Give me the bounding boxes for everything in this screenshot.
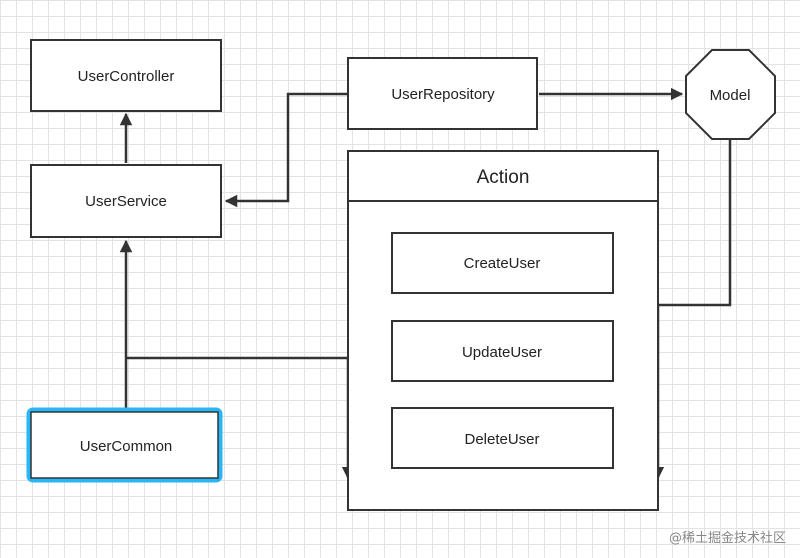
node-delete-user: DeleteUser bbox=[391, 407, 614, 469]
node-user-service: UserService bbox=[30, 164, 222, 238]
node-update-user: UpdateUser bbox=[391, 320, 614, 382]
node-user-repository: UserRepository bbox=[347, 57, 538, 130]
edge-model-to-action bbox=[658, 136, 732, 307]
node-model: Model bbox=[685, 49, 776, 140]
update-user-label: UpdateUser bbox=[462, 344, 542, 361]
user-common-label: UserCommon bbox=[80, 438, 173, 455]
node-create-user: CreateUser bbox=[391, 232, 614, 294]
delete-user-label: DeleteUser bbox=[464, 431, 539, 448]
action-title: Action bbox=[477, 167, 530, 188]
node-user-common[interactable]: UserCommon bbox=[26, 407, 223, 483]
edge-repository-to-service bbox=[224, 92, 348, 208]
create-user-label: CreateUser bbox=[464, 255, 541, 272]
node-user-controller: UserController bbox=[30, 39, 222, 112]
user-service-label: UserService bbox=[85, 193, 167, 210]
user-controller-label: UserController bbox=[78, 68, 175, 85]
watermark-text: @稀土掘金技术社区 bbox=[668, 531, 786, 546]
user-repository-label: UserRepository bbox=[391, 86, 495, 103]
model-label: Model bbox=[710, 87, 751, 104]
